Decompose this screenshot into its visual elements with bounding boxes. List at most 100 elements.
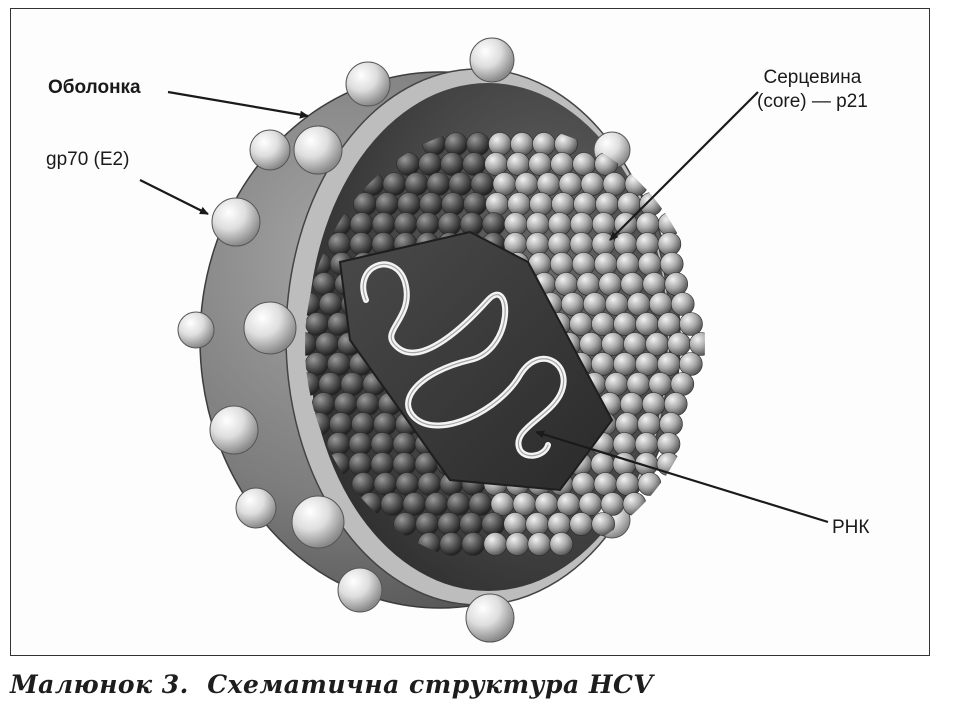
- capsomer-160: [579, 332, 603, 356]
- capsomer-222: [373, 412, 397, 436]
- spike-10: [235, 487, 277, 529]
- capsomer-55: [547, 212, 572, 236]
- capsomer-28: [580, 172, 605, 196]
- spike-5: [211, 197, 261, 247]
- capsomer-148: [315, 332, 339, 356]
- capsomer-198: [604, 372, 629, 396]
- capsomer-287: [468, 492, 493, 516]
- spike-2: [469, 37, 515, 83]
- capsomer-2: [444, 132, 468, 156]
- label-core: Серцевина (core) — p21: [757, 66, 868, 114]
- arrow-gp70: [139, 179, 209, 215]
- capsomer-21: [426, 172, 451, 196]
- capsomer-299: [481, 512, 506, 536]
- capsomer-25: [514, 172, 539, 196]
- capsomer-127: [648, 292, 673, 316]
- capsomer-309: [505, 532, 530, 556]
- capsomer-296: [415, 512, 440, 536]
- capsomer-306: [439, 532, 464, 556]
- capsomer-19: [382, 172, 407, 196]
- capsomer-73: [591, 232, 616, 256]
- spike-6: [177, 311, 215, 349]
- capsomer-3: [466, 132, 490, 156]
- capsomer-47: [371, 212, 396, 236]
- capsomer-5: [510, 132, 534, 156]
- capsomer-221: [351, 412, 375, 436]
- capsomer-185: [318, 372, 343, 396]
- capsomer-32: [375, 192, 399, 216]
- capsomer-110: [664, 272, 689, 296]
- capsomer-254: [370, 452, 395, 476]
- capsomer-33: [397, 192, 421, 216]
- capsomer-161: [601, 332, 625, 356]
- figure-caption: Малюнок 3. Схематична структура HCV: [10, 670, 653, 699]
- capsomer-186: [340, 372, 365, 396]
- capsomer-163: [645, 332, 669, 356]
- capsomer-9: [418, 152, 442, 176]
- capsomer-308: [483, 532, 508, 556]
- capsomer-302: [547, 512, 572, 536]
- capsomer-233: [615, 412, 639, 436]
- capsomer-236: [326, 432, 351, 456]
- capsomer-279: [593, 472, 618, 496]
- capsomer-281: [637, 472, 662, 496]
- label-envelope: Оболонка: [48, 77, 141, 98]
- capsomer-180: [612, 352, 637, 376]
- capsomer-286: [446, 492, 471, 516]
- capsomer-4: [488, 132, 512, 156]
- gp70-spikes: [177, 37, 631, 643]
- capsomer-129: [305, 312, 329, 336]
- capsomer-90: [593, 252, 618, 276]
- capsomer-57: [591, 212, 616, 236]
- capsomer-294: [622, 492, 647, 516]
- capsomer-49: [415, 212, 440, 236]
- capsomer-126: [626, 292, 651, 316]
- capsomer-235: [659, 412, 683, 436]
- capsomer-59: [635, 212, 660, 236]
- capsomer-10: [440, 152, 464, 176]
- capsomer-307: [461, 532, 486, 556]
- capsomer-216: [619, 392, 644, 416]
- capsomer-201: [670, 372, 695, 396]
- capsomer-15: [550, 152, 574, 176]
- capsomer-52: [481, 212, 506, 236]
- capsomer-75: [635, 232, 660, 256]
- capsomer-56: [569, 212, 594, 236]
- capsomer-270: [395, 472, 420, 496]
- capsomer-278: [571, 472, 596, 496]
- capsomer-143: [613, 312, 637, 336]
- capsomer-199: [626, 372, 651, 396]
- capsomer-284: [402, 492, 427, 516]
- capsomer-76: [657, 232, 682, 256]
- capsomer-290: [534, 492, 559, 516]
- label-gp70: gp70 (E2): [46, 149, 130, 170]
- capsomer-310: [527, 532, 552, 556]
- capsomer-37: [485, 192, 509, 216]
- capsomer-50: [437, 212, 462, 236]
- spike-3: [249, 129, 291, 171]
- capsomer-26: [536, 172, 561, 196]
- capsomer-88: [549, 252, 574, 276]
- capsomer-303: [569, 512, 594, 536]
- capsomer-94: [312, 272, 337, 296]
- capsomer-251: [656, 432, 681, 456]
- capsomer-203: [333, 392, 358, 416]
- capsomer-218: [663, 392, 688, 416]
- spike-12: [337, 567, 383, 613]
- caption-title: Схематична структура HCV: [207, 670, 654, 699]
- capsomer-20: [404, 172, 429, 196]
- capsomer-34: [419, 192, 443, 216]
- capsomer-183: [678, 352, 703, 376]
- capsomer-291: [556, 492, 581, 516]
- capsomer-42: [595, 192, 619, 216]
- capsomer-108: [620, 272, 645, 296]
- label-core-line1: Серцевина: [763, 67, 862, 88]
- capsomer-105: [554, 272, 579, 296]
- capsomer-29: [602, 172, 627, 196]
- capsomer-124: [582, 292, 607, 316]
- capsomer-22: [448, 172, 473, 196]
- capsomer-46: [349, 212, 374, 236]
- capsomer-41: [573, 192, 597, 216]
- capsomer-62: [349, 232, 374, 256]
- capsomer-181: [634, 352, 659, 376]
